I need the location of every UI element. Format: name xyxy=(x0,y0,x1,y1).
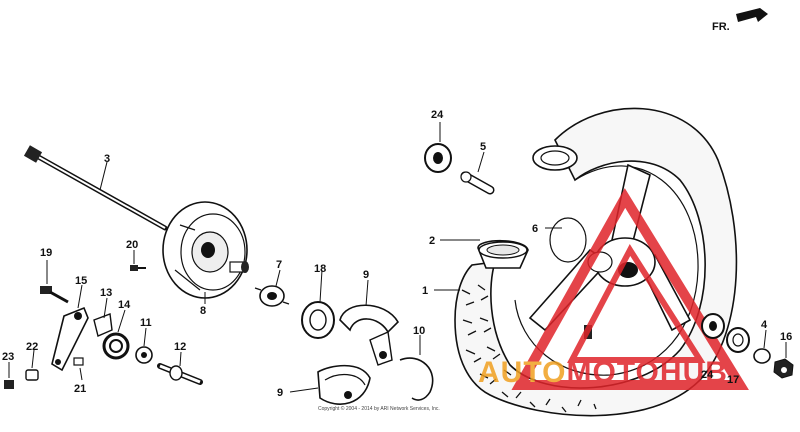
callout-3: 3 xyxy=(104,153,110,165)
brake-shoe-upper xyxy=(339,304,400,366)
callout-16: 16 xyxy=(780,331,792,343)
bolt-part-19 xyxy=(40,286,69,304)
cam-part-12 xyxy=(157,363,203,385)
collar-part-7 xyxy=(254,285,290,307)
nut-part-16 xyxy=(773,358,794,379)
callout-17: 17 xyxy=(727,374,739,386)
callout-18: 18 xyxy=(314,263,326,275)
callout-23: 23 xyxy=(2,351,14,363)
callout-12: 12 xyxy=(174,341,186,353)
tube-part xyxy=(477,239,529,269)
callout-19: 19 xyxy=(40,247,52,259)
callout-1: 1 xyxy=(422,285,428,297)
seal-part-17 xyxy=(726,327,750,353)
callout-9-lower: 9 xyxy=(277,387,283,399)
callout-24-upper: 24 xyxy=(431,109,444,121)
nut-part-21 xyxy=(73,357,84,366)
callout-21: 21 xyxy=(74,383,86,395)
indicator-plate-part-13 xyxy=(93,313,113,337)
callout-7: 7 xyxy=(276,259,282,271)
watermark-text: AUTOMOTOHUB xyxy=(478,356,728,389)
collar-part-22 xyxy=(25,369,39,381)
collar-part-4 xyxy=(753,348,771,364)
callout-6: 6 xyxy=(532,223,538,235)
callout-9-upper: 9 xyxy=(363,269,369,281)
callout-labels: 24 5 2 1 6 3 7 18 9 8 9 10 19 15 13 14 1… xyxy=(2,109,792,399)
watermark: AUTOMOTOHUB xyxy=(478,188,749,390)
callout-20: 20 xyxy=(126,239,138,251)
spacer-part-5 xyxy=(460,171,495,195)
washer-part-11 xyxy=(135,346,153,364)
seal-part-18 xyxy=(301,301,335,339)
leader-lines xyxy=(8,122,787,393)
callout-11: 11 xyxy=(140,317,152,329)
front-direction-label: FR. xyxy=(712,21,730,33)
callout-22: 22 xyxy=(26,341,38,353)
axle-part xyxy=(23,145,168,231)
callout-2: 2 xyxy=(429,235,435,247)
bearing-part-24-upper xyxy=(424,143,452,173)
bearing-part-24-lower xyxy=(701,313,725,339)
callout-13: 13 xyxy=(100,287,112,299)
front-direction-arrow: FR. xyxy=(712,8,768,33)
brake-arm-part-14 xyxy=(51,306,89,372)
spring-part-10 xyxy=(399,357,434,401)
callout-14: 15 xyxy=(75,275,87,287)
copyright-text: Copyright © 2004 - 2014 by ARI Network S… xyxy=(318,405,440,412)
bolt-part-20 xyxy=(130,265,146,271)
callout-4: 4 xyxy=(761,319,768,331)
callout-15: 14 xyxy=(118,299,131,311)
callout-8: 8 xyxy=(200,305,206,317)
callout-10: 10 xyxy=(413,325,425,337)
brake-shoe-lower xyxy=(317,364,371,405)
callout-5: 5 xyxy=(480,141,486,153)
brake-panel-part xyxy=(162,201,249,299)
nut-part-23 xyxy=(4,380,14,389)
callout-24-lower: 24 xyxy=(701,369,714,381)
spring-part-15 xyxy=(102,332,130,360)
